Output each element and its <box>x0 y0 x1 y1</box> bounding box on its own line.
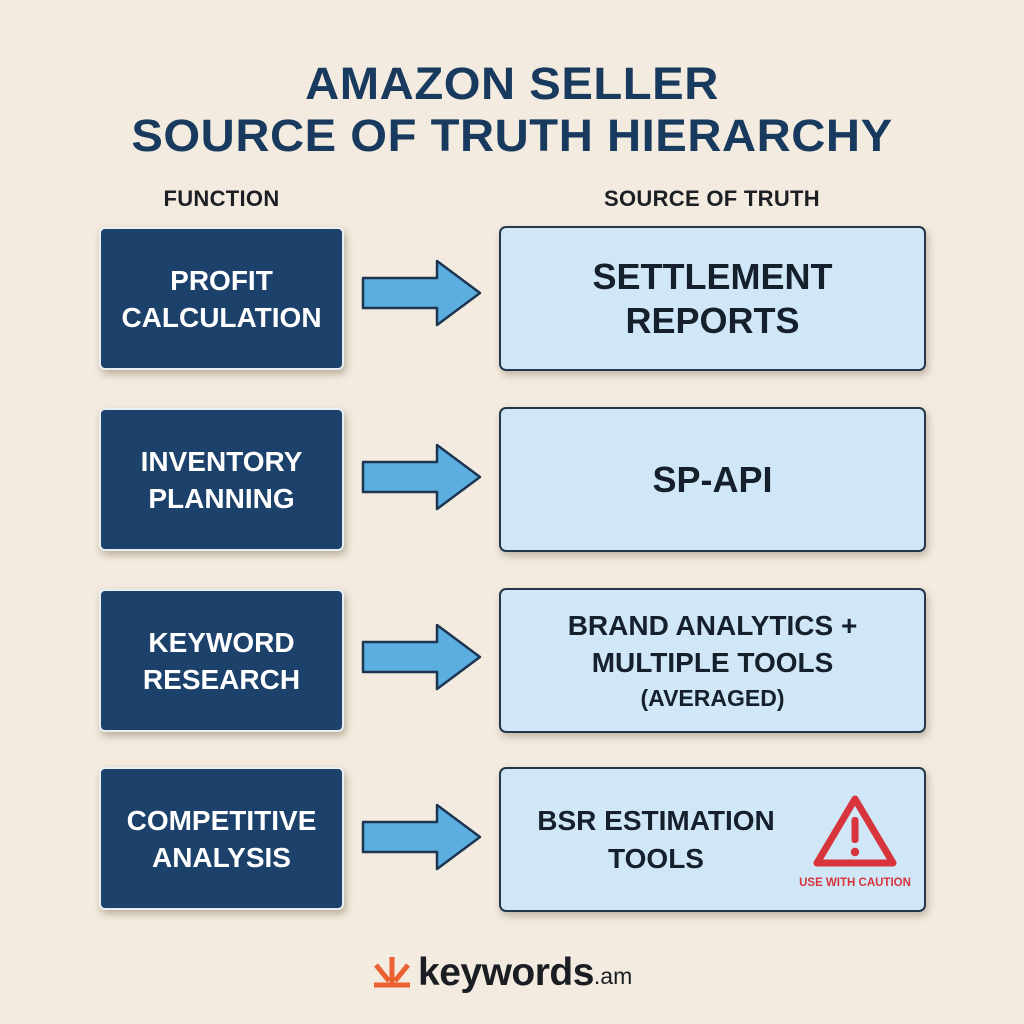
source-box-settlement-reports: SETTLEMENT REPORTS <box>499 226 926 371</box>
arrow-right-icon <box>361 443 482 511</box>
function-box-profit-calculation: PROFIT CALCULATION <box>99 227 344 370</box>
source-label-line: SETTLEMENT <box>592 255 833 297</box>
function-label-line: CALCULATION <box>121 301 322 333</box>
function-box-inventory-planning: INVENTORY PLANNING <box>99 408 344 551</box>
function-label-line: RESEARCH <box>142 663 301 695</box>
warning-triangle-icon <box>813 795 897 867</box>
function-box-competitive-analysis: COMPETITIVE ANALYSIS <box>99 767 344 910</box>
title-line-2: SOURCE OF TRUTH HIERARCHY <box>131 110 893 161</box>
arrow-right-icon <box>361 803 482 871</box>
source-label-line: SP-API <box>652 458 773 500</box>
source-label-line: BSR ESTIMATION <box>537 804 775 836</box>
caution-label: USE WITH CAUTION <box>799 877 911 889</box>
footer-logo: keywords .am <box>372 948 632 998</box>
source-box-sp-api: SP-API <box>499 407 926 552</box>
function-box-keyword-research: KEYWORD RESEARCH <box>99 589 344 732</box>
keywords-burst-icon <box>374 957 410 988</box>
page-title: AMAZON SELLER SOURCE OF TRUTH HIERARCHY <box>0 58 1024 162</box>
source-label-note: (AVERAGED) <box>640 684 785 711</box>
arrow-right-icon <box>361 259 482 327</box>
source-box-bsr-estimation-tools: BSR ESTIMATION TOOLS USE WITH CAUTION <box>499 767 926 912</box>
column-header-source-of-truth: SOURCE OF TRUTH <box>604 186 820 211</box>
function-label-line: ANALYSIS <box>151 841 291 873</box>
function-label-line: INVENTORY <box>140 445 303 477</box>
source-label-line: REPORTS <box>625 299 800 341</box>
function-label-line: KEYWORD <box>148 626 295 658</box>
function-label-line: PLANNING <box>148 482 295 514</box>
source-label-line: BRAND ANALYTICS + <box>567 609 858 641</box>
brand-name: keywords <box>418 951 594 994</box>
source-label-line: MULTIPLE TOOLS <box>591 646 834 678</box>
title-line-1: AMAZON SELLER <box>305 58 719 109</box>
function-label-line: PROFIT <box>170 264 273 296</box>
function-label-line: COMPETITIVE <box>126 804 317 836</box>
column-header-function: FUNCTION <box>163 186 280 211</box>
source-box-brand-analytics: BRAND ANALYTICS + MULTIPLE TOOLS (AVERAG… <box>499 588 926 733</box>
source-label-line: TOOLS <box>608 842 704 874</box>
brand-tld: .am <box>593 963 633 989</box>
arrow-right-icon <box>361 623 482 691</box>
